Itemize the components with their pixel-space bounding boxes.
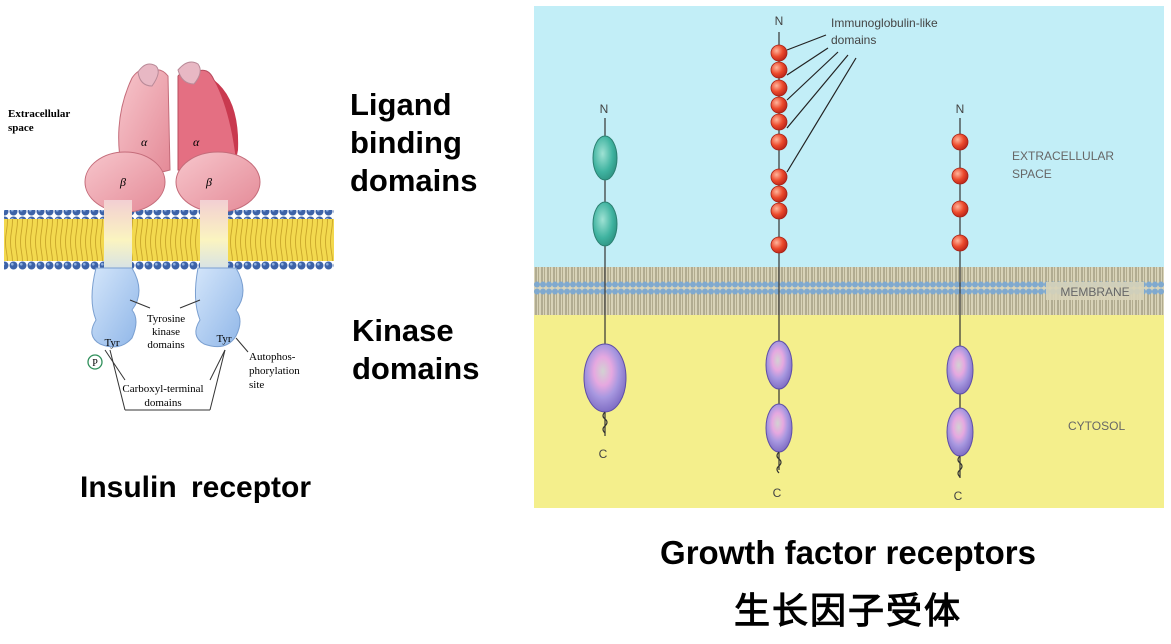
carboxyl-terminal-label-line2: domains <box>144 397 181 409</box>
ig-domain <box>770 96 788 114</box>
ig-domain <box>770 202 788 220</box>
receptor-3: N C <box>946 102 974 503</box>
beta-label-left: β <box>119 175 126 189</box>
ligand-binding-domains-label: Ligand binding domains <box>350 86 520 200</box>
receptor-2: N Immunoglobulin-like dom <box>765 14 938 500</box>
ig-domain-chain <box>770 44 788 254</box>
carboxyl-terminal-label-line1: Carboxyl-terminal <box>122 383 203 395</box>
kinase-domain <box>946 407 974 457</box>
extracellular-space-label-line2: space <box>8 122 34 134</box>
teal-domain <box>592 135 618 181</box>
insulin-leader-lines <box>104 299 249 411</box>
phosphate-icon <box>87 354 103 370</box>
membrane-label: MEMBRANE <box>1060 285 1129 299</box>
ig-domain <box>770 79 788 97</box>
tyrosine-kinase-label-line1: Tyrosine <box>147 313 185 325</box>
alpha-label-left: α <box>141 135 148 149</box>
kinase-domain <box>765 403 793 453</box>
teal-domain <box>592 201 618 247</box>
tyr-label-left: Tyr <box>104 337 119 349</box>
insulin-receptor-diagram: Extracellular space α α β β Tyr Tyr P Ty… <box>4 61 334 411</box>
membrane-label-bg <box>1046 282 1144 300</box>
growth-factor-caption-chinese: 生长因子受体 <box>733 590 962 631</box>
kinase-domain <box>946 345 974 395</box>
tyrosine-kinase-label-line2: kinase <box>152 326 180 338</box>
kinase-domain <box>583 343 627 413</box>
ig-domain <box>770 168 788 186</box>
ig-domain <box>951 234 969 252</box>
cytosol-region <box>534 312 1164 508</box>
tyrosine-kinase-label-line3: domains <box>147 339 184 351</box>
ig-like-label-line1: Immunoglobulin-like <box>831 16 938 30</box>
ig-like-label-line2: domains <box>831 33 876 47</box>
beta-stem-right <box>200 200 228 280</box>
insulin-receptor-caption: Insulin receptor <box>80 471 312 504</box>
ligand-label-line1: Ligand <box>350 87 452 122</box>
ig-domain <box>770 133 788 151</box>
autophos-label-line2: phorylation <box>249 365 300 377</box>
extracellular-space-label-line1: EXTRACELLULAR <box>1012 149 1114 163</box>
autophos-label-line1: Autophos- <box>249 351 296 363</box>
ig-domain <box>951 133 969 151</box>
ligand-label-line2: binding <box>350 125 462 160</box>
beta-label-right: β <box>205 175 212 189</box>
ig-leader-lines <box>786 34 857 173</box>
n-terminus-label: N <box>600 102 609 116</box>
extracellular-space-label-line2: SPACE <box>1012 167 1052 181</box>
tyr-label-right: Tyr <box>216 333 231 345</box>
alpha-subunits <box>118 61 239 174</box>
ig-domain <box>770 61 788 79</box>
autophos-label-line3: site <box>249 379 264 391</box>
growth-factor-caption: Growth factor receptors <box>660 534 1036 571</box>
insulin-kinase-domains <box>91 267 244 348</box>
n-terminus-label: N <box>956 102 965 116</box>
ig-domain <box>770 44 788 62</box>
c-terminus-label: C <box>773 486 782 500</box>
ligand-label-line3: domains <box>350 163 478 198</box>
c-terminus-label: C <box>599 447 608 461</box>
phosphate-label: P <box>92 358 98 369</box>
alpha-label-right: α <box>193 135 200 149</box>
kinase-domains-label: Kinase domains <box>352 312 522 388</box>
beta-subunits <box>84 151 261 213</box>
ig-domain <box>951 200 969 218</box>
extracellular-space-label-line1: Extracellular <box>8 108 70 120</box>
ig-domain <box>770 185 788 203</box>
kinase-label-line1: Kinase <box>352 313 454 348</box>
n-terminus-label: N <box>775 14 784 28</box>
ig-domain <box>770 236 788 254</box>
extracellular-region <box>534 6 1164 270</box>
kinase-domain <box>765 340 793 390</box>
ig-domain <box>951 167 969 185</box>
kinase-label-line2: domains <box>352 351 480 386</box>
insulin-membrane <box>4 210 334 270</box>
beta-stem-left <box>104 200 132 280</box>
receptor-1: N C <box>583 102 627 461</box>
growth-factor-panel: MEMBRANE EXTRACELLULAR SPACE CYTOSOL N C… <box>534 6 1164 508</box>
cytosol-label: CYTOSOL <box>1068 419 1125 433</box>
c-terminus-label: C <box>954 489 963 503</box>
ig-domain <box>770 113 788 131</box>
